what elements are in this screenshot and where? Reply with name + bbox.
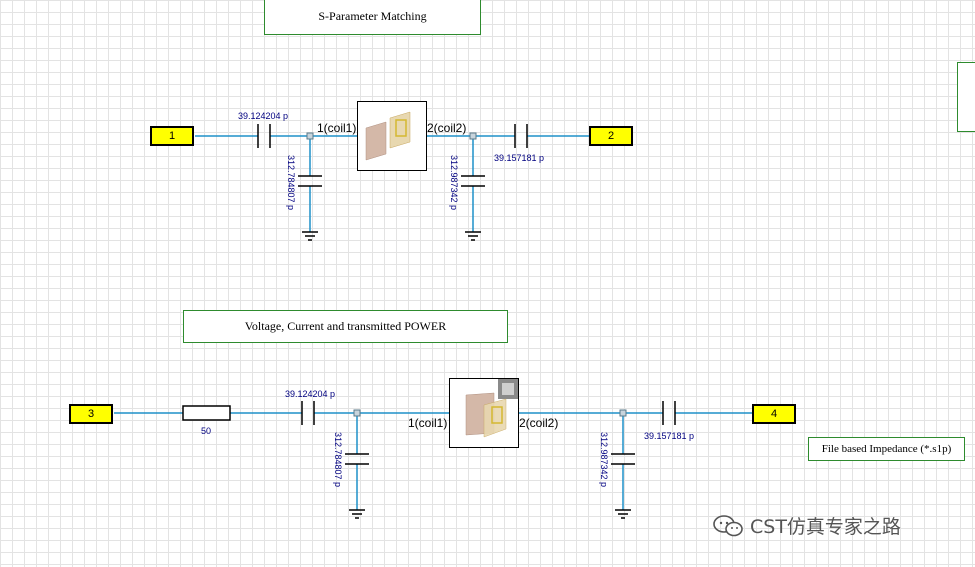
pin-label-coil1: 1(coil1): [408, 416, 448, 430]
capacitor-shunt-right-top[interactable]: [461, 175, 485, 187]
value-label: 312.987342 p: [449, 155, 459, 211]
coil-block-bottom[interactable]: [449, 378, 519, 448]
capacitor-series-right-top[interactable]: [514, 124, 528, 148]
value-label: 312.784807 p: [286, 155, 296, 211]
junction-node: [353, 409, 361, 417]
pin-label-coil2: 2(coil2): [519, 416, 559, 430]
side-frame: [957, 62, 975, 132]
value-label: 39.124204 p: [238, 111, 289, 121]
junction-node: [469, 132, 477, 140]
capacitor-series-left-top[interactable]: [257, 124, 271, 148]
junction-node: [306, 132, 314, 140]
ground-icon: [615, 509, 631, 519]
capacitor-shunt-left-bottom[interactable]: [345, 453, 369, 465]
capacitor-series-left-bottom[interactable]: [301, 401, 315, 425]
ground-icon: [349, 509, 365, 519]
value-label: 50: [201, 426, 212, 436]
value-label: 39.124204 p: [285, 389, 336, 399]
junction-node: [619, 409, 627, 417]
wechat-icon: [713, 514, 743, 536]
pin-label-coil1: 1(coil1): [317, 121, 357, 135]
capacitor-shunt-left-top[interactable]: [298, 175, 322, 187]
watermark: CST仿真专家之路: [712, 512, 901, 539]
value-label: 39.157181 p: [644, 431, 695, 441]
pin-label-coil2: 2(coil2): [427, 121, 467, 135]
port-1[interactable]: 1: [150, 126, 194, 146]
port-4[interactable]: 4: [752, 404, 796, 424]
value-label: 312.784807 p: [333, 432, 343, 488]
value-label: 39.157181 p: [494, 153, 545, 163]
ground-icon: [465, 231, 481, 241]
port-3[interactable]: 3: [69, 404, 113, 424]
voltage-title: Voltage, Current and transmitted POWER: [183, 310, 508, 343]
coil-model-icon: [465, 379, 518, 438]
file-impedance-label: File based Impedance (*.s1p): [808, 437, 965, 461]
coil-model-icon: [365, 111, 411, 161]
ground-icon: [302, 231, 318, 241]
value-label: 312.987342 p: [599, 432, 609, 488]
s-parameter-title: S-Parameter Matching: [264, 0, 481, 35]
coil-block-top[interactable]: [357, 101, 427, 171]
resistor[interactable]: [182, 405, 231, 421]
port-2[interactable]: 2: [589, 126, 633, 146]
capacitor-shunt-right-bottom[interactable]: [611, 453, 635, 465]
watermark-text: CST仿真专家之路: [750, 516, 901, 538]
capacitor-series-right-bottom[interactable]: [662, 401, 676, 425]
